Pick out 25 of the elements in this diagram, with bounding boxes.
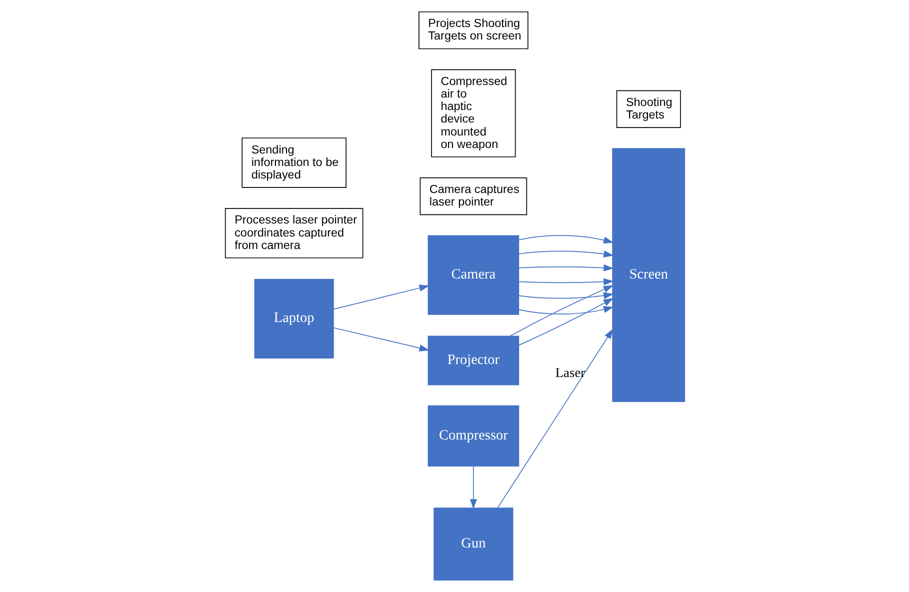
node-box: Compressor	[427, 405, 519, 467]
arrow	[518, 298, 614, 346]
arrow	[496, 328, 613, 508]
node-box: Camera captures laser pointer	[419, 177, 527, 216]
arrow	[509, 285, 614, 337]
arrow	[332, 284, 429, 310]
arrow	[332, 327, 429, 352]
node-box: Compressed air to haptic device mounted on weapon	[430, 69, 516, 158]
arrow	[518, 264, 614, 272]
arrow	[469, 466, 476, 510]
edge-label: Laser	[554, 365, 585, 380]
node-box: Projects Shooting Targets on screen	[418, 11, 528, 50]
node-box: Projector	[427, 336, 519, 386]
arrow	[518, 235, 614, 244]
node-box: Shooting Targets	[616, 90, 680, 128]
node-box: Screen	[612, 148, 685, 402]
arrow	[518, 292, 614, 300]
node-box: Processes laser pointer coordinates captured from camera	[224, 208, 363, 258]
node-box: Gun	[433, 508, 513, 581]
arrow	[518, 250, 614, 258]
node-box: Sending information to be displayed	[241, 138, 346, 188]
node-box: Camera	[427, 235, 519, 315]
arrow	[518, 306, 614, 314]
node-box: Laptop	[254, 278, 334, 358]
arrow	[518, 278, 614, 286]
